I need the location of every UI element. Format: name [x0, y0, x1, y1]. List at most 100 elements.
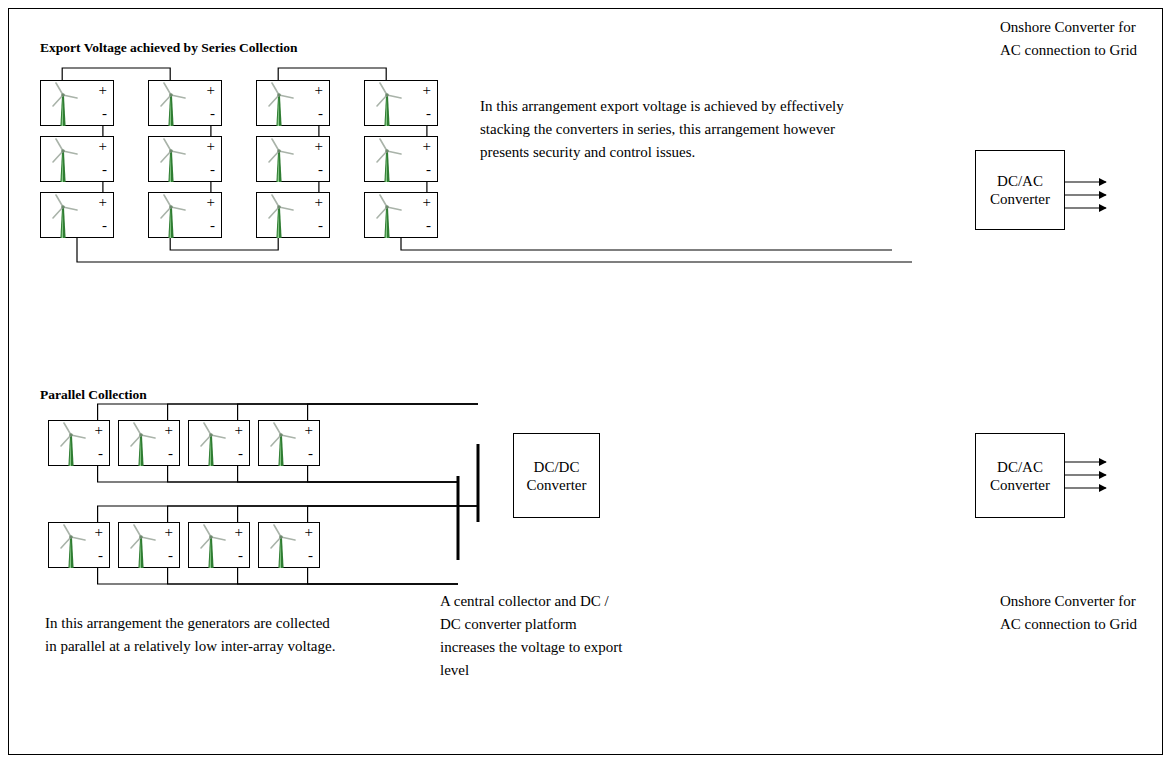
turbine-box: +- — [118, 420, 180, 466]
annotation-text: In this arrangement export voltage is ac… — [480, 95, 885, 164]
turbine-blade — [272, 139, 279, 151]
wind-turbine-icon — [259, 194, 299, 238]
turbine-tower — [276, 208, 281, 238]
turbine-blade — [269, 151, 279, 162]
turbine-blade — [164, 83, 171, 95]
terminal-sign: + — [207, 194, 215, 211]
terminal-sign: + — [423, 194, 431, 211]
wind-turbine-icon — [43, 138, 83, 182]
turbine-hub — [277, 93, 281, 97]
turbine-hub — [169, 205, 173, 209]
turbine-hub — [385, 149, 389, 153]
turbine-blade — [164, 139, 171, 151]
wind-turbine-icon — [367, 138, 407, 182]
turbine-blade — [53, 95, 63, 106]
turbine-tower-highlight — [210, 539, 211, 568]
terminal-sign: - — [318, 217, 323, 234]
turbine-tower — [384, 96, 389, 126]
terminal-sign: + — [235, 524, 243, 541]
positive-busbar — [477, 444, 480, 522]
turbine-box: +- — [40, 192, 114, 238]
terminal-sign: + — [315, 138, 323, 155]
turbine-blade — [269, 207, 279, 218]
turbine-box: +- — [40, 136, 114, 182]
terminal-sign: - — [102, 217, 107, 234]
terminal-sign: - — [168, 547, 173, 564]
turbine-box: +- — [148, 80, 222, 126]
wind-turbine-icon — [259, 82, 299, 126]
dc-cable — [98, 466, 458, 482]
turbine-box: +- — [256, 136, 330, 182]
converter-name: DC/DC Converter — [518, 458, 595, 494]
turbine-hub — [69, 433, 73, 437]
turbine-tower-highlight — [386, 209, 387, 238]
turbine-blade — [377, 151, 387, 162]
turbine-tower — [60, 96, 65, 126]
turbine-blade — [377, 95, 387, 106]
outer-border — [9, 9, 1163, 755]
wind-turbine-icon — [51, 524, 91, 568]
turbine-hub — [279, 433, 283, 437]
turbine-tower — [68, 538, 73, 568]
turbine-tower-highlight — [278, 209, 279, 238]
turbine-hub — [169, 149, 173, 153]
turbine-tower — [208, 436, 213, 466]
turbine-tower — [168, 208, 173, 238]
wind-turbine-icon — [259, 138, 299, 182]
terminal-sign: + — [235, 422, 243, 439]
turbine-blade — [171, 151, 185, 154]
dc-cable — [168, 466, 458, 482]
turbine-box: +- — [118, 522, 180, 568]
dc-cable — [426, 126, 427, 136]
turbine-tower — [168, 96, 173, 126]
turbine-blade — [201, 435, 211, 446]
turbine-blade — [63, 207, 77, 210]
dc-cable — [168, 506, 478, 522]
turbine-blade — [71, 537, 85, 540]
terminal-sign: - — [308, 445, 313, 462]
turbine-hub — [385, 93, 389, 97]
turbine-tower-highlight — [170, 209, 171, 238]
wind-turbine-icon — [51, 422, 91, 466]
terminal-sign: + — [165, 524, 173, 541]
turbine-hub — [61, 93, 65, 97]
turbine-blade — [161, 207, 171, 218]
turbine-blade — [161, 95, 171, 106]
converter-name: DC/AC Converter — [980, 172, 1060, 208]
turbine-box: +- — [258, 420, 320, 466]
dc-cable — [98, 568, 458, 584]
turbine-blade — [56, 195, 63, 207]
dc-cable — [168, 404, 478, 420]
ac-phase-arrow — [1065, 487, 1106, 488]
turbine-box: +- — [256, 192, 330, 238]
turbine-blade — [171, 207, 185, 210]
turbine-blade — [380, 139, 387, 151]
terminal-sign: - — [102, 161, 107, 178]
ac-phase-arrow — [1065, 181, 1106, 182]
dc-cable — [98, 404, 478, 420]
ac-phase-arrow — [1065, 194, 1106, 195]
wind-turbine-icon — [191, 422, 231, 466]
turbine-hub — [139, 535, 143, 539]
terminal-sign: + — [99, 82, 107, 99]
turbine-tower — [138, 436, 143, 466]
wind-turbine-icon — [121, 524, 161, 568]
turbine-blade — [134, 423, 141, 435]
turbine-tower — [60, 152, 65, 182]
turbine-blade — [131, 435, 141, 446]
wind-turbine-icon — [151, 194, 191, 238]
turbine-tower-highlight — [210, 437, 211, 466]
terminal-sign: - — [308, 547, 313, 564]
turbine-tower-highlight — [278, 97, 279, 126]
turbine-hub — [69, 535, 73, 539]
dc-cable — [168, 568, 458, 584]
turbine-blade — [274, 423, 281, 435]
wind-turbine-icon — [43, 82, 83, 126]
terminal-sign: - — [426, 161, 431, 178]
terminal-sign: + — [315, 82, 323, 99]
wind-turbine-icon — [151, 82, 191, 126]
turbine-tower — [68, 436, 73, 466]
turbine-blade — [272, 83, 279, 95]
turbine-blade — [56, 139, 63, 151]
annotation-text: Onshore Converter for AC connection to G… — [1000, 16, 1150, 62]
